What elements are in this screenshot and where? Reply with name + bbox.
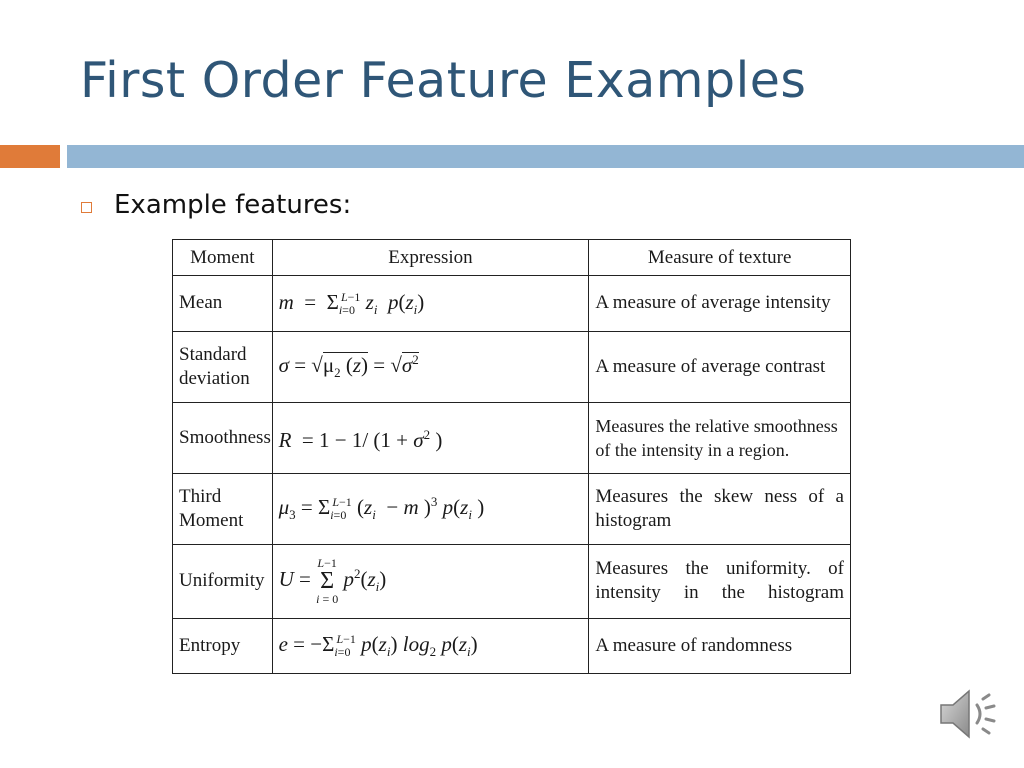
bullet-square-icon bbox=[81, 202, 92, 213]
expression-formula: σ = √μ2 (z) = √σ2 bbox=[278, 352, 419, 381]
expression-cell: μ3 = Σi=0L−1 (zi − m )3 p(zi ) bbox=[271, 472, 590, 545]
bullet-text: Example features: bbox=[114, 190, 352, 220]
header-measure: Measure of texture bbox=[588, 238, 851, 277]
measure-cell: A measure of average contrast bbox=[588, 330, 851, 403]
table-row: Entropy e = −Σi=0L−1 p(zi) log2 p(zi) A … bbox=[172, 617, 851, 675]
accent-bar-orange bbox=[0, 145, 60, 168]
expression-formula: R = 1 − 1/ (1 + σ2 ) bbox=[278, 427, 443, 453]
table-row: Third Moment μ3 = Σi=0L−1 (zi − m )3 p(z… bbox=[172, 472, 851, 545]
measure-cell: Measures the uniformity. of intensity in… bbox=[588, 543, 851, 619]
speaker-icon[interactable] bbox=[937, 683, 1005, 745]
expression-cell: m = Σi=0L−1 zi p(zi) bbox=[271, 275, 590, 332]
features-table: Moment Expression Measure of texture Mea… bbox=[172, 238, 851, 675]
moment-cell: Smoothness bbox=[172, 401, 273, 474]
expression-formula: m = Σi=0L−1 zi p(zi) bbox=[278, 289, 425, 317]
moment-cell: Mean bbox=[172, 275, 273, 332]
table-row: Mean m = Σi=0L−1 zi p(zi) A measure of a… bbox=[172, 275, 851, 332]
measure-cell: A measure of average intensity bbox=[588, 275, 851, 332]
header-moment: Moment bbox=[172, 238, 273, 277]
moment-cell: Entropy bbox=[172, 617, 273, 675]
table-row: Smoothness R = 1 − 1/ (1 + σ2 ) Measures… bbox=[172, 401, 851, 474]
measure-cell: A measure of randomness bbox=[588, 617, 851, 675]
table-header-row: Moment Expression Measure of texture bbox=[172, 238, 851, 277]
header-expression: Expression bbox=[271, 238, 590, 277]
expression-formula: e = −Σi=0L−1 p(zi) log2 p(zi) bbox=[278, 632, 478, 660]
table-row: Standard deviation σ = √μ2 (z) = √σ2 A m… bbox=[172, 330, 851, 403]
measure-cell: Measures the relative smoothness of the … bbox=[588, 401, 851, 474]
expression-cell: σ = √μ2 (z) = √σ2 bbox=[271, 330, 590, 403]
moment-cell: Third Moment bbox=[172, 472, 273, 545]
expression-cell: R = 1 − 1/ (1 + σ2 ) bbox=[271, 401, 590, 474]
expression-cell: e = −Σi=0L−1 p(zi) log2 p(zi) bbox=[271, 617, 590, 675]
measure-cell: Measures the skew ness of a histogram bbox=[588, 472, 851, 545]
accent-bar-blue bbox=[67, 145, 1024, 168]
expression-formula: μ3 = Σi=0L−1 (zi − m )3 p(zi ) bbox=[278, 494, 485, 523]
slide-title: First Order Feature Examples bbox=[80, 52, 807, 109]
moment-cell: Uniformity bbox=[172, 543, 273, 619]
moment-cell: Standard deviation bbox=[172, 330, 273, 403]
